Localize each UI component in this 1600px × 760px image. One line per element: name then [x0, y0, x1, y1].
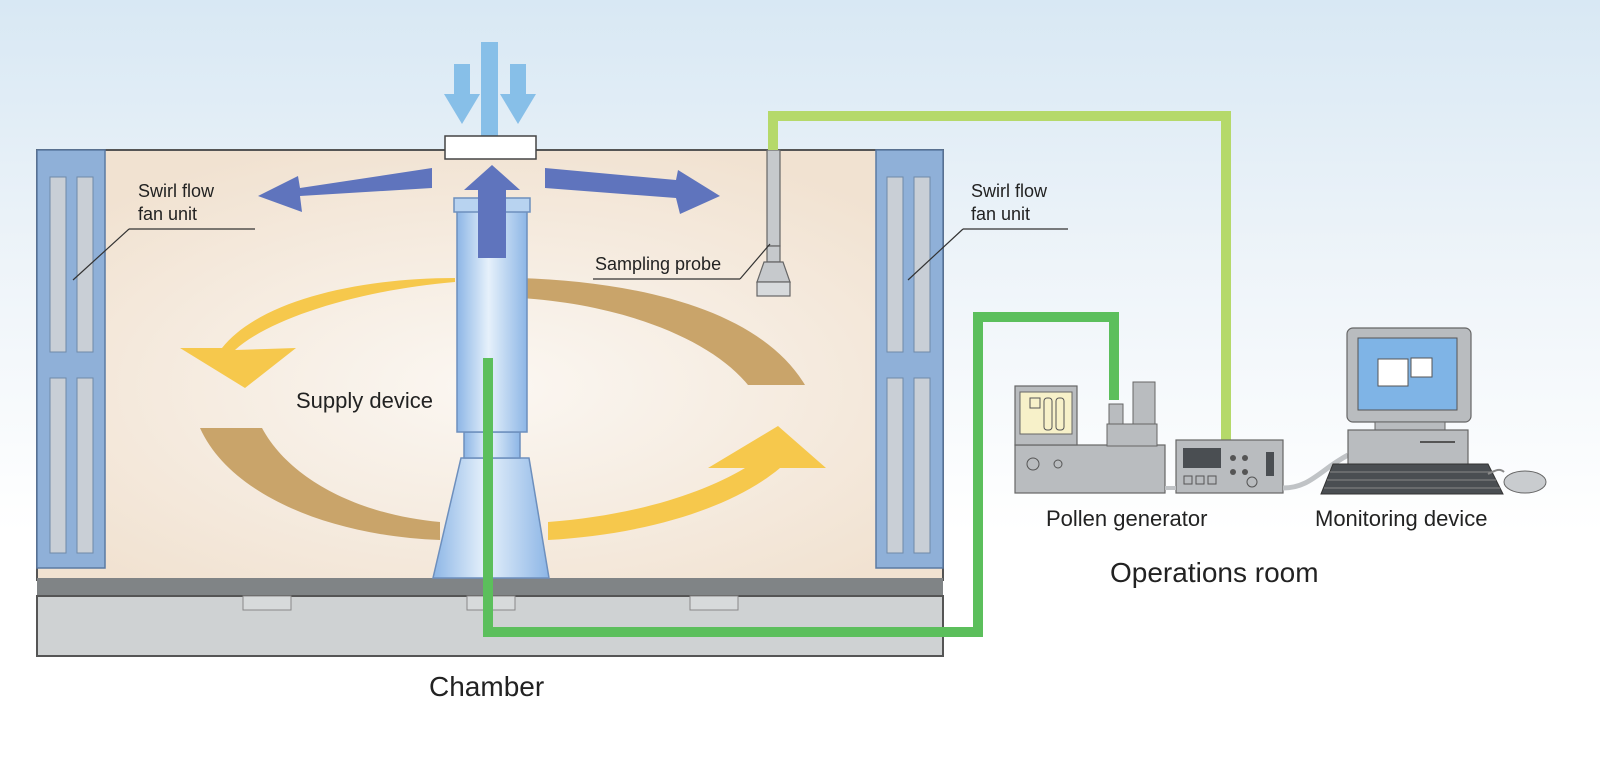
pollen-generator [1014, 381, 1166, 494]
floor-vent [689, 595, 739, 611]
cable [1282, 452, 1350, 491]
swirl-arrow-yellow-right [548, 426, 826, 540]
computer-monitor-icon [1346, 327, 1472, 466]
label-swirl-left-2: fan unit [138, 204, 197, 224]
label-operations-room: Operations room [1110, 557, 1319, 588]
control-unit [1175, 439, 1284, 494]
fan-unit-right [875, 149, 944, 569]
leader-line [739, 243, 771, 280]
mouse-icon [1487, 468, 1547, 494]
swirl-arrow-tan-right [520, 278, 805, 385]
swirl-arrow-yellow-left [180, 278, 455, 388]
swirl-arrow-tan-left [200, 428, 440, 540]
airflow-arrow-icon [258, 165, 720, 258]
green-supply-pipe [483, 312, 1119, 637]
keyboard-icon [1320, 463, 1504, 495]
label-swirl-right-1: Swirl flow [971, 181, 1048, 201]
fan-unit-left [36, 149, 106, 569]
sampling-probe [756, 149, 791, 297]
label-chamber: Chamber [429, 671, 544, 702]
label-pollen-generator: Pollen generator [1046, 506, 1207, 531]
chamber [36, 42, 944, 657]
label-sampling-probe: Sampling probe [595, 254, 721, 274]
inlet-filter [444, 135, 537, 160]
down-arrows-icon [444, 42, 537, 160]
leader-line [72, 228, 130, 281]
label-swirl-left-1: Swirl flow [138, 181, 215, 201]
swirl-flow-arrows [180, 278, 826, 540]
leader-line [907, 228, 964, 281]
floor-vent [242, 595, 292, 611]
label-monitoring-device: Monitoring device [1315, 506, 1487, 531]
label-supply-device: Supply device [296, 388, 433, 413]
label-swirl-right-2: fan unit [971, 204, 1030, 224]
sampling-line-pipe [768, 111, 1231, 440]
